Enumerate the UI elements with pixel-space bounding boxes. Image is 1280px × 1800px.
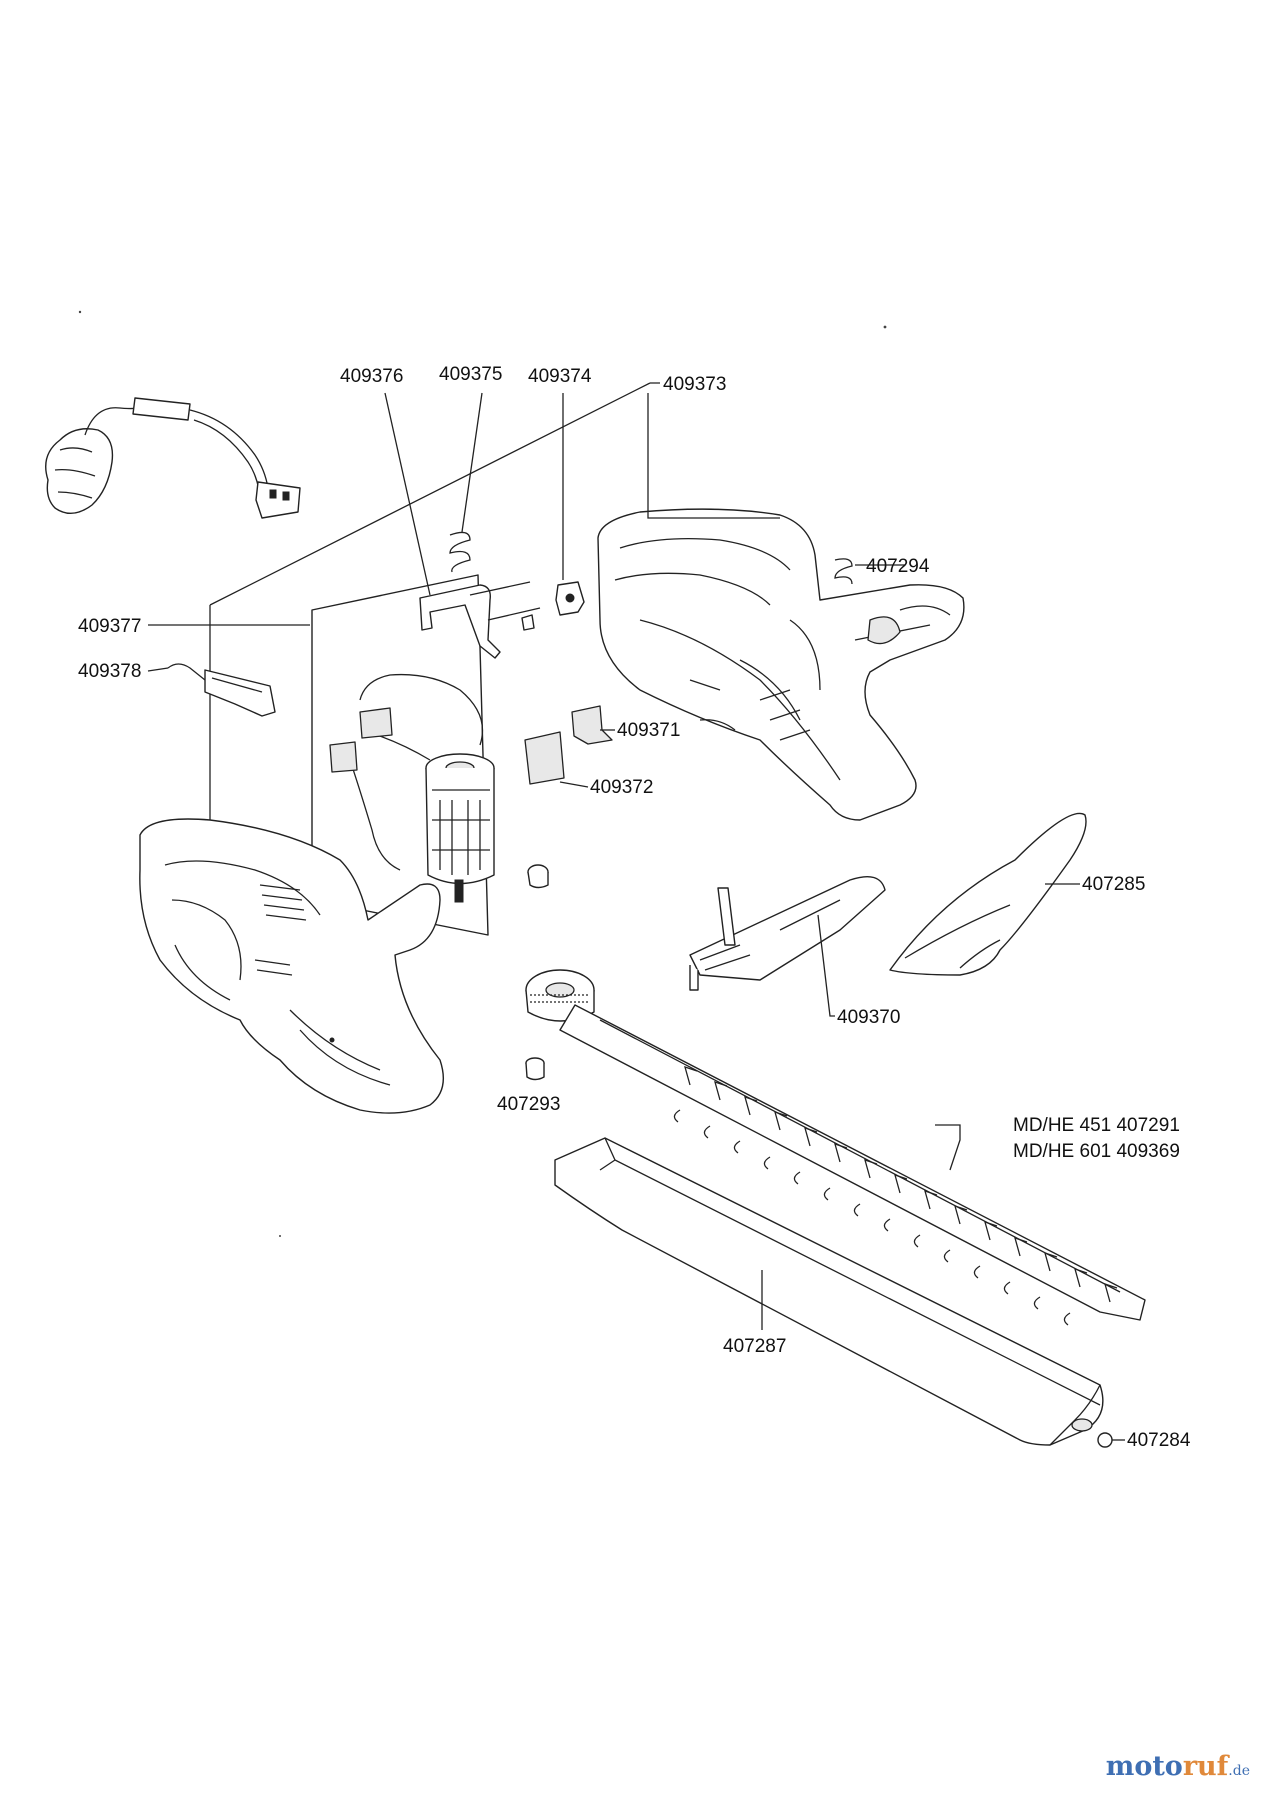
housing-left-half — [139, 818, 444, 1114]
switch-lever — [419, 581, 541, 659]
watermark-part-3: .de — [1228, 1763, 1250, 1779]
blade-guard-409370 — [689, 876, 886, 991]
label-409370: 409370 — [837, 1007, 900, 1028]
label-407285: 407285 — [1082, 874, 1145, 895]
cover-small — [571, 705, 613, 745]
hand-guard-407285 — [889, 812, 1087, 976]
cover-plate — [524, 731, 565, 785]
motor-assembly — [311, 574, 495, 936]
label-409377: 409377 — [78, 616, 141, 637]
power-cable-plug — [45, 397, 301, 519]
label-407284: 407284 — [1127, 1430, 1191, 1451]
spring — [449, 531, 471, 573]
label-md-he-451: MD/HE 451 407291 — [1013, 1115, 1180, 1136]
label-409375: 409375 — [439, 364, 502, 385]
leader-lines — [147, 392, 1125, 1441]
assembly-frame-outline — [209, 382, 660, 820]
end-cap-407284 — [1097, 1432, 1113, 1448]
small-screw — [521, 614, 535, 631]
watermark-part-2: ruf — [1182, 1751, 1229, 1782]
blade-teeth — [673, 1065, 1118, 1326]
watermark-part-1: moto — [1105, 1751, 1183, 1782]
part-labels: 409376 409375 409374 409373 407294 40937… — [78, 364, 1191, 1451]
label-409376: 409376 — [340, 366, 403, 387]
motoruf-watermark: motoruf.de — [1106, 1751, 1250, 1782]
bracket — [555, 581, 585, 616]
cable-holder — [167, 663, 276, 717]
label-409371: 409371 — [617, 720, 680, 741]
spring-407294 — [834, 558, 853, 585]
housing-right-half — [597, 508, 965, 821]
bushing — [527, 864, 549, 889]
label-407293: 407293 — [497, 1094, 560, 1115]
blade-bar-407287 — [554, 1137, 1104, 1446]
label-409374: 409374 — [528, 366, 592, 387]
label-409378: 409378 — [78, 661, 141, 682]
label-407294: 407294 — [866, 556, 930, 577]
label-409373: 409373 — [663, 374, 726, 395]
label-409372: 409372 — [590, 777, 653, 798]
blade-assembly — [525, 969, 1146, 1326]
label-407287: 407287 — [723, 1336, 786, 1357]
nut-407293 — [525, 1057, 545, 1081]
label-md-he-601: MD/HE 601 409369 — [1013, 1141, 1180, 1162]
